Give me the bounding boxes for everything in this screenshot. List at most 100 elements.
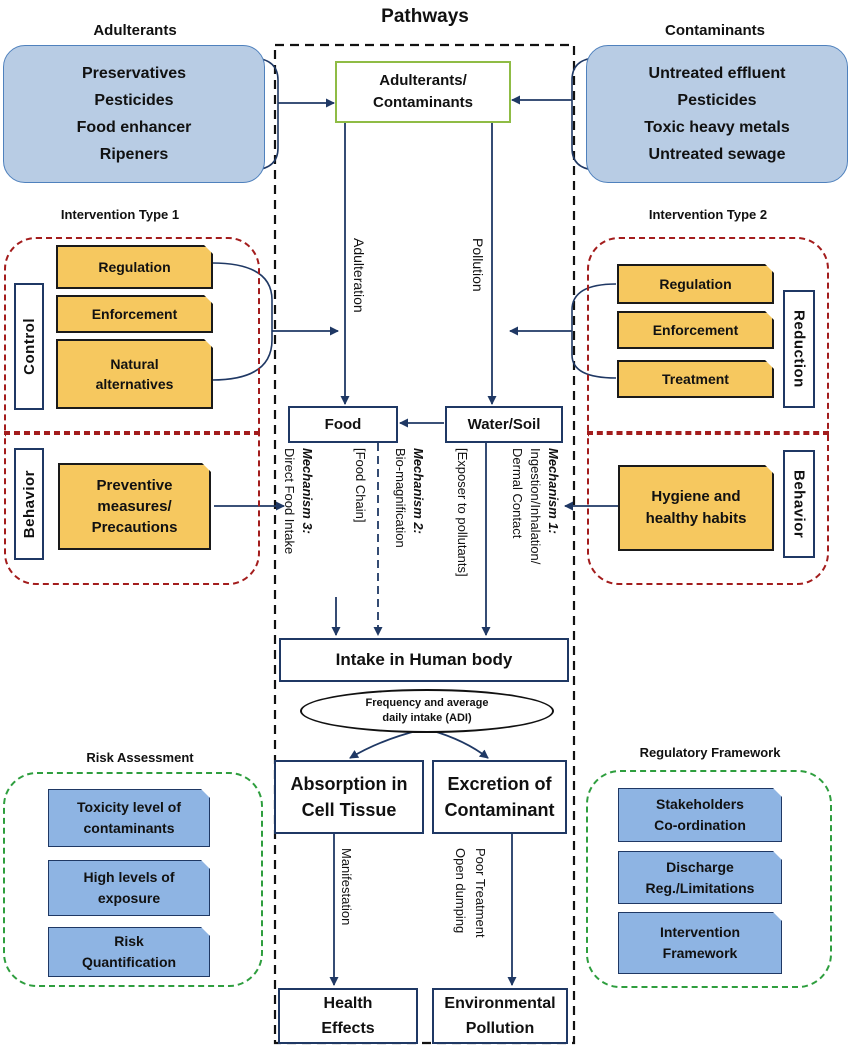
regulation1-box: Regulation xyxy=(56,245,213,289)
control-label: Control xyxy=(20,318,38,375)
water-soil-box: Water/Soil xyxy=(445,406,563,443)
risk-item-line: High levels of xyxy=(83,869,175,885)
source-box: Adulterants/ Contaminants xyxy=(335,61,511,123)
regulatory-item-line: Intervention xyxy=(659,924,741,940)
environmental-line2: Pollution xyxy=(465,1020,535,1037)
adi-line1: Frequency and average xyxy=(365,697,489,709)
absorption-line1: Absorption in xyxy=(290,774,408,794)
adi-ellipse: Frequency and average daily intake (ADI) xyxy=(300,689,554,733)
risk-item-line: Toxicity level of xyxy=(77,799,181,815)
adulterant-item: Ripeners xyxy=(99,146,169,163)
excretion-branch xyxy=(429,729,489,759)
natural-alternatives-box: Natural alternatives xyxy=(56,339,213,409)
intervention2-behavior-frame xyxy=(587,433,829,585)
health-line2: Effects xyxy=(321,1020,375,1037)
open-dumping-label: Open dumping xyxy=(453,848,468,934)
risk-heading: Risk Assessment xyxy=(86,750,194,765)
contaminants-panel: Untreated effluent Pesticides Toxic heav… xyxy=(586,45,848,183)
health-effects-box: Health Effects xyxy=(278,988,418,1044)
preventive-line3: Precautions xyxy=(91,519,178,536)
natural-line1: Natural xyxy=(110,356,159,372)
intake-box: Intake in Human body xyxy=(279,638,569,682)
contaminant-item: Pesticides xyxy=(677,92,757,109)
mech1-title: Mechanism 1: xyxy=(546,448,561,534)
preventive-line2: measures/ xyxy=(97,498,172,515)
enforcement2-box: Enforcement xyxy=(617,311,774,349)
behavior1-label-box: Behavior xyxy=(14,448,44,560)
absorption-line2: Cell Tissue xyxy=(301,800,397,820)
contaminant-item: Untreated effluent xyxy=(648,65,786,82)
risk-frame xyxy=(3,772,263,987)
enforcement1-box: Enforcement xyxy=(56,295,213,333)
adulterants-heading: Adulterants xyxy=(93,22,177,39)
natural-line2: alternatives xyxy=(95,376,174,392)
excretion-line1: Excretion of xyxy=(447,774,552,794)
risk-item-line: exposure xyxy=(97,890,161,906)
intervention1-control-frame xyxy=(4,237,260,433)
reduction-label-box: Reduction xyxy=(783,290,815,408)
mech1-text2: Dermal Contact xyxy=(510,448,525,539)
excretion-line2: Contaminant xyxy=(444,800,555,820)
regulatory-item-line: Framework xyxy=(662,945,738,961)
adulterant-item: Pesticides xyxy=(94,92,174,109)
behavior2-label-box: Behavior xyxy=(783,450,815,558)
absorption-branch xyxy=(349,729,421,759)
environmental-line1: Environmental xyxy=(444,995,556,1012)
intervention2-reduction-frame xyxy=(587,237,829,433)
regulatory-item-line: Discharge xyxy=(666,858,734,875)
adulterants-bracket xyxy=(254,57,279,171)
risk-item-box: Toxicity level of contaminants xyxy=(48,789,210,847)
regulatory-item-line: Reg./Limitations xyxy=(645,879,755,896)
regulatory-item-line: Stakeholders xyxy=(656,796,744,812)
preventive-line1: Preventive xyxy=(96,477,173,494)
mech3-text: Direct Food Intake xyxy=(282,448,297,555)
preventive-box: Preventive measures/ Precautions xyxy=(58,463,211,550)
mech1-text1: Ingestion/Inhalation/ xyxy=(528,448,543,565)
hygiene-box: Hygiene and healthy habits xyxy=(618,465,774,551)
health-line1: Health xyxy=(323,995,373,1012)
regulation2-box: Regulation xyxy=(617,264,774,304)
contaminants-heading: Contaminants xyxy=(664,22,765,39)
regulatory-heading: Regulatory Framework xyxy=(639,745,781,760)
risk-item-box: High levels of exposure xyxy=(48,860,210,916)
risk-item-line: Risk xyxy=(114,933,144,949)
risk-item-box: Risk Quantification xyxy=(48,927,210,977)
pollution-label: Pollution xyxy=(470,238,486,292)
adulterant-item: Preservatives xyxy=(81,65,187,82)
regulatory-item-box: Intervention Framework xyxy=(618,912,782,974)
excretion-box: Excretion of Contaminant xyxy=(432,760,567,834)
mech2-title: Mechanism 2: xyxy=(411,448,426,534)
poor-treatment-label: Poor Treatment xyxy=(473,848,488,938)
food-box: Food xyxy=(288,406,398,443)
pathways-frame xyxy=(273,43,576,1045)
adulteration-label: Adulteration xyxy=(351,238,367,313)
hygiene-line1: Hygiene and xyxy=(651,488,741,505)
absorption-box: Absorption in Cell Tissue xyxy=(274,760,424,834)
regulatory-item-box: Discharge Reg./Limitations xyxy=(618,851,782,904)
pathways-heading: Pathways xyxy=(381,6,469,27)
regulatory-frame xyxy=(586,770,832,988)
regulatory-item-box: Stakeholders Co-ordination xyxy=(618,788,782,842)
manifestation-label: Manifestation xyxy=(339,848,354,926)
reduction-label: Reduction xyxy=(790,310,808,388)
source-line2: Contaminants xyxy=(372,94,473,111)
hygiene-line2: healthy habits xyxy=(645,510,747,527)
risk-item-line: contaminants xyxy=(83,820,175,836)
mech2-text2: [Food Chain] xyxy=(353,448,368,523)
behavior2-label: Behavior xyxy=(790,469,808,539)
risk-item-line: Quantification xyxy=(81,954,177,970)
reduction-bracket xyxy=(571,283,617,379)
control-label-box: Control xyxy=(14,283,44,410)
contaminant-item: Toxic heavy metals xyxy=(644,119,790,136)
contaminants-bracket xyxy=(571,57,595,171)
adulterants-panel: Preservatives Pesticides Food enhancer R… xyxy=(3,45,265,183)
intervention1-behavior-frame xyxy=(4,433,260,585)
treatment-box: Treatment xyxy=(617,360,774,398)
intervention2-heading: Intervention Type 2 xyxy=(648,207,768,222)
intervention1-heading: Intervention Type 1 xyxy=(60,207,180,222)
adulterant-item: Food enhancer xyxy=(76,119,192,136)
regulatory-item-line: Co-ordination xyxy=(654,817,746,833)
mech2-text1: Bio-magnification xyxy=(393,448,408,548)
adi-line2: daily intake (ADI) xyxy=(382,712,472,724)
